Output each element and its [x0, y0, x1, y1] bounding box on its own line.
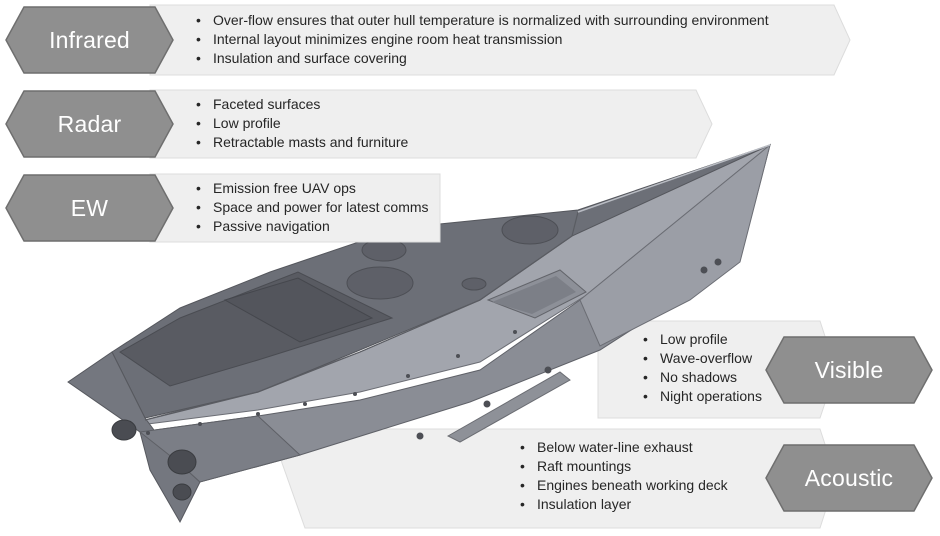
- radar-list: Faceted surfaces Low profile Retractable…: [193, 95, 408, 152]
- list-item: Retractable masts and furniture: [193, 133, 408, 152]
- exhaust-outlet: [167, 449, 197, 475]
- list-item: Over-flow ensures that outer hull temper…: [193, 11, 769, 30]
- radar-tag-shape: [5, 90, 174, 158]
- list-item: Passive navigation: [193, 217, 429, 236]
- ew-tag-label: EW: [70, 194, 109, 221]
- hull-bow-plate: [579, 143, 771, 347]
- deck-hatch-3: [346, 266, 414, 300]
- list-item: Internal layout minimizes engine room he…: [193, 30, 769, 49]
- list-item: Faceted surfaces: [193, 95, 408, 114]
- deck-rail: [146, 330, 517, 435]
- list-item: Low profile: [193, 114, 408, 133]
- hull-keel: [446, 371, 571, 443]
- ew-callout: EW Emission free UAV ops Space and power…: [0, 168, 600, 252]
- ew-list: Emission free UAV ops Space and power fo…: [193, 179, 429, 236]
- radar-callout: Radar Faceted surfaces Low profile Retra…: [0, 84, 940, 168]
- working-deck-hatch: [223, 277, 374, 343]
- porthole: [544, 366, 552, 374]
- porthole: [483, 400, 491, 408]
- ew-tag-shape: [5, 174, 174, 242]
- deck-hatch-2: [501, 215, 559, 245]
- radar-tag-label: Radar: [57, 110, 122, 137]
- deck-edge-line: [144, 211, 579, 421]
- bridge-window: [492, 276, 576, 314]
- infrared-callout: Infrared Over-flow ensures that outer hu…: [0, 0, 940, 84]
- list-item: Space and power for latest comms: [193, 198, 429, 217]
- porthole: [700, 266, 708, 274]
- porthole: [714, 258, 722, 266]
- bow-edge: [577, 144, 771, 213]
- exhaust-outlet: [172, 483, 192, 501]
- porthole: [416, 432, 424, 440]
- list-item: Insulation and surface covering: [193, 49, 769, 68]
- infrared-tag-shape: [5, 6, 174, 74]
- deck-hatch-4: [461, 277, 487, 291]
- exhaust-outlet: [111, 419, 137, 441]
- infrared-tag-label: Infrared: [49, 26, 130, 53]
- list-item: Emission free UAV ops: [193, 179, 429, 198]
- infrared-list: Over-flow ensures that outer hull temper…: [193, 11, 769, 68]
